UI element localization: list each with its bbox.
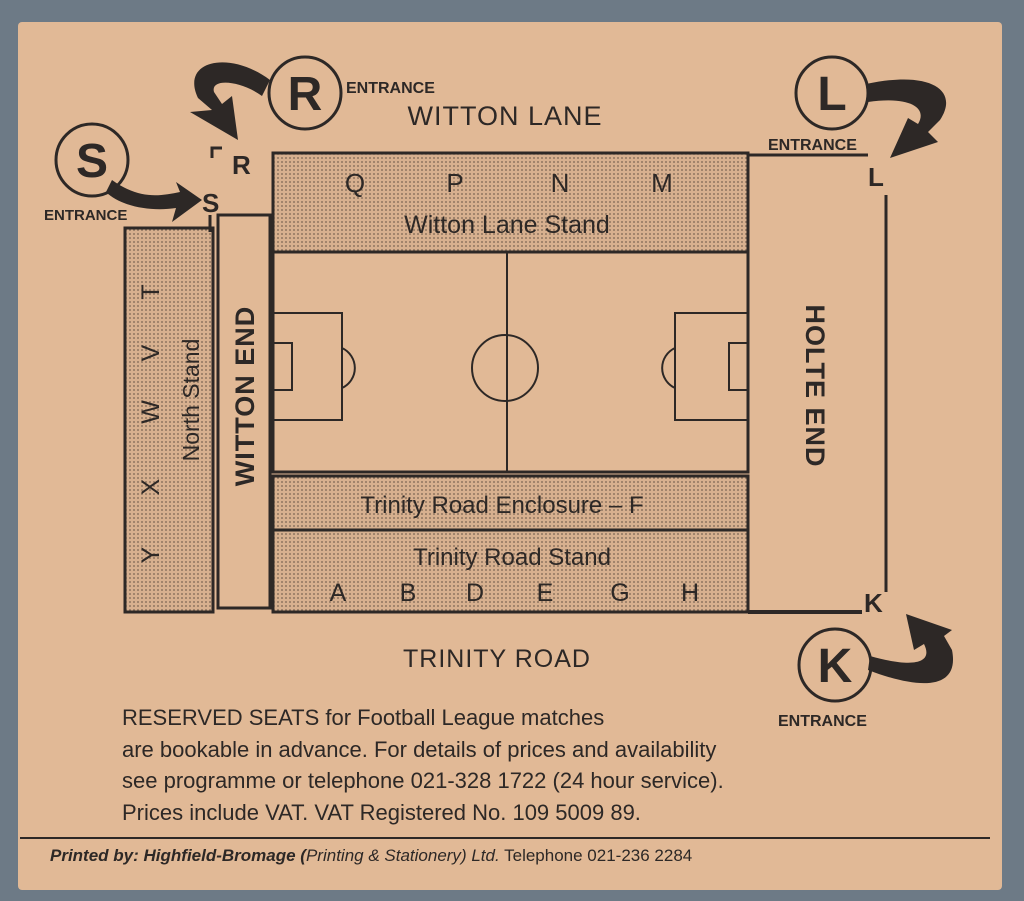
north-stand-name: North Stand <box>178 339 204 462</box>
block-p: P <box>446 168 463 198</box>
block-b: B <box>400 579 417 607</box>
block-n: N <box>551 168 570 198</box>
block-y: Y <box>137 546 165 563</box>
trinity-road-enclosure <box>271 474 750 532</box>
notice-line: see programme or telephone 021-328 1722 … <box>122 768 724 793</box>
block-g: G <box>610 579 629 607</box>
entrance-l-badge: L <box>817 68 846 121</box>
block-w: W <box>137 400 165 424</box>
printer-prefix: Printed by: Highfield-Bromage ( <box>50 846 306 865</box>
north-stand <box>123 226 215 614</box>
printer-credit: Printed by: Highfield-Bromage (Printing … <box>50 846 692 866</box>
witton-lane-road-label: WITTON LANE <box>407 101 602 131</box>
block-q: Q <box>345 168 365 198</box>
gate-s: S <box>202 188 219 218</box>
witton-lane-stand <box>271 151 750 254</box>
witton-lane-stand-name: Witton Lane Stand <box>404 211 610 239</box>
gate-k: K <box>864 588 883 618</box>
witton-end <box>216 213 272 610</box>
notice-line: Prices include VAT. VAT Registered No. 1… <box>122 800 641 825</box>
entrance-s-label: ENTRANCE <box>44 207 127 224</box>
trinity-road-label: TRINITY ROAD <box>403 645 591 673</box>
printer-telephone: Telephone 021-236 2284 <box>504 846 693 865</box>
notice-line: are bookable in advance. For details of … <box>122 737 717 762</box>
entrance-l-label: ENTRANCE <box>768 137 857 154</box>
block-d: D <box>466 579 484 607</box>
notice-line: RESERVED SEATS for Football League match… <box>122 705 605 730</box>
entrance-r-label: ENTRANCE <box>346 80 435 97</box>
block-e: E <box>537 579 554 607</box>
block-m: M <box>651 168 673 198</box>
entrance-k-label: ENTRANCE <box>778 713 867 730</box>
block-h: H <box>681 579 699 607</box>
trinity-road-stand <box>271 528 750 614</box>
holte-end-name: HOLTE END <box>800 305 830 468</box>
pitch <box>271 250 750 474</box>
entrance-r-badge: R <box>288 68 323 121</box>
entrance-k-badge: K <box>818 640 853 693</box>
printer-suffix: ) Ltd. <box>460 846 500 865</box>
block-x: X <box>137 478 165 495</box>
block-t: T <box>137 284 165 299</box>
trinity-road-stand-name: Trinity Road Stand <box>413 544 611 571</box>
block-a: A <box>330 579 347 607</box>
witton-end-name: WITTON END <box>230 306 260 487</box>
entrance-arrows <box>106 62 954 684</box>
enclosure-name: Trinity Road Enclosure – F <box>360 492 643 519</box>
block-v: V <box>137 344 165 361</box>
printer-mid: Printing & Stationery <box>305 846 461 865</box>
gate-r: R <box>232 150 251 180</box>
entrance-s-badge: S <box>76 135 108 188</box>
gate-l: L <box>868 162 884 192</box>
